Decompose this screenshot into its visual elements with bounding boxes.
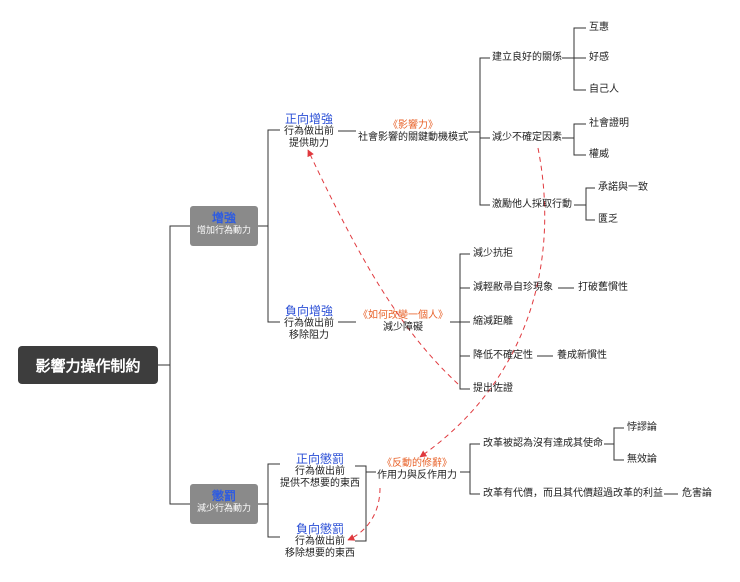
group-increase-sub: 增加行為動力	[196, 226, 251, 236]
root-node: 影響力操作制約	[18, 346, 158, 384]
book-rhetoric-title: 《反動的修辭》	[382, 458, 452, 469]
book-influence-sub: 社會影響的關鍵動機模式	[358, 132, 468, 143]
leaf-habit-form: 養成新慣性	[557, 350, 607, 361]
branch-distance: 縮減距離	[473, 316, 513, 327]
branch-evidence: 提出佐證	[473, 383, 513, 394]
book-change: 《如何改變一個人》 減少障礙	[354, 310, 452, 334]
leaf-authority: 權威	[589, 149, 609, 160]
branch-relationship: 建立良好的關係	[492, 52, 562, 63]
node-neg-punish-title: 負向懲罰	[295, 522, 344, 536]
group-punish: 懲罰 減少行為動力	[190, 484, 258, 524]
branch-uncertainty: 減少不確定因素	[492, 132, 562, 143]
leaf-reciprocity: 互惠	[589, 22, 609, 33]
leaf-scarcity: 匱乏	[598, 214, 618, 225]
book-rhetoric-sub: 作用力與反作用力	[377, 470, 457, 481]
branch-uncertainty-change: 降低不確定性	[473, 350, 533, 361]
group-punish-title: 懲罰	[211, 489, 236, 503]
group-increase-title: 增強	[211, 211, 236, 225]
node-neg-reinforce-title: 負向增強	[284, 304, 333, 318]
leaf-social-proof: 社會證明	[589, 118, 629, 129]
book-influence: 《影響力》 社會影響的關鍵動機模式	[356, 120, 470, 144]
leaf-perversity: 悖謬論	[627, 422, 657, 433]
node-pos-punish: 正向懲罰 行為做出前 提供不想要的東西	[276, 452, 364, 490]
branch-motivate: 激勵他人採取行動	[492, 199, 572, 210]
node-pos-punish-line2: 提供不想要的東西	[280, 478, 360, 489]
group-increase: 增強 增加行為動力	[190, 206, 258, 246]
node-neg-punish-line1: 行為做出前	[295, 536, 345, 547]
node-pos-punish-line1: 行為做出前	[295, 466, 345, 477]
leaf-jeopardy: 危害論	[682, 488, 712, 499]
branch-resistance: 減少抗拒	[473, 248, 513, 259]
branch-endowment: 減輕敝帚自珍現象	[473, 282, 553, 293]
leaf-habit-break: 打破舊慣性	[578, 282, 628, 293]
book-rhetoric: 《反動的修辭》 作用力與反作用力	[372, 458, 462, 482]
node-neg-reinforce-line1: 行為做出前	[284, 318, 334, 329]
book-change-sub: 減少障礙	[383, 322, 423, 333]
branch-cost: 改革有代價，而且其代價超過改革的利益	[483, 488, 663, 499]
leaf-liking: 好感	[589, 52, 609, 63]
node-pos-reinforce-line2: 提供助力	[289, 138, 329, 149]
book-influence-title: 《影響力》	[388, 120, 438, 131]
node-neg-reinforce: 負向增強 行為做出前 移除阻力	[278, 304, 340, 342]
leaf-commitment: 承諾與一致	[598, 182, 648, 193]
leaf-ingroup: 自己人	[589, 84, 619, 95]
leaf-futility: 無效論	[627, 454, 657, 465]
branch-no-mission: 改革被認為沒有達成其使命	[483, 438, 603, 449]
group-punish-sub: 減少行為動力	[196, 504, 251, 514]
node-pos-reinforce-title: 正向增強	[284, 112, 333, 126]
node-pos-punish-title: 正向懲罰	[295, 452, 344, 466]
node-pos-reinforce: 正向增強 行為做出前 提供助力	[278, 112, 340, 150]
node-neg-punish-line2: 移除想要的東西	[285, 548, 355, 559]
node-neg-punish: 負向懲罰 行為做出前 移除想要的東西	[276, 522, 364, 560]
book-change-title: 《如何改變一個人》	[358, 310, 448, 321]
node-neg-reinforce-line2: 移除阻力	[289, 330, 329, 341]
node-pos-reinforce-line1: 行為做出前	[284, 126, 334, 137]
